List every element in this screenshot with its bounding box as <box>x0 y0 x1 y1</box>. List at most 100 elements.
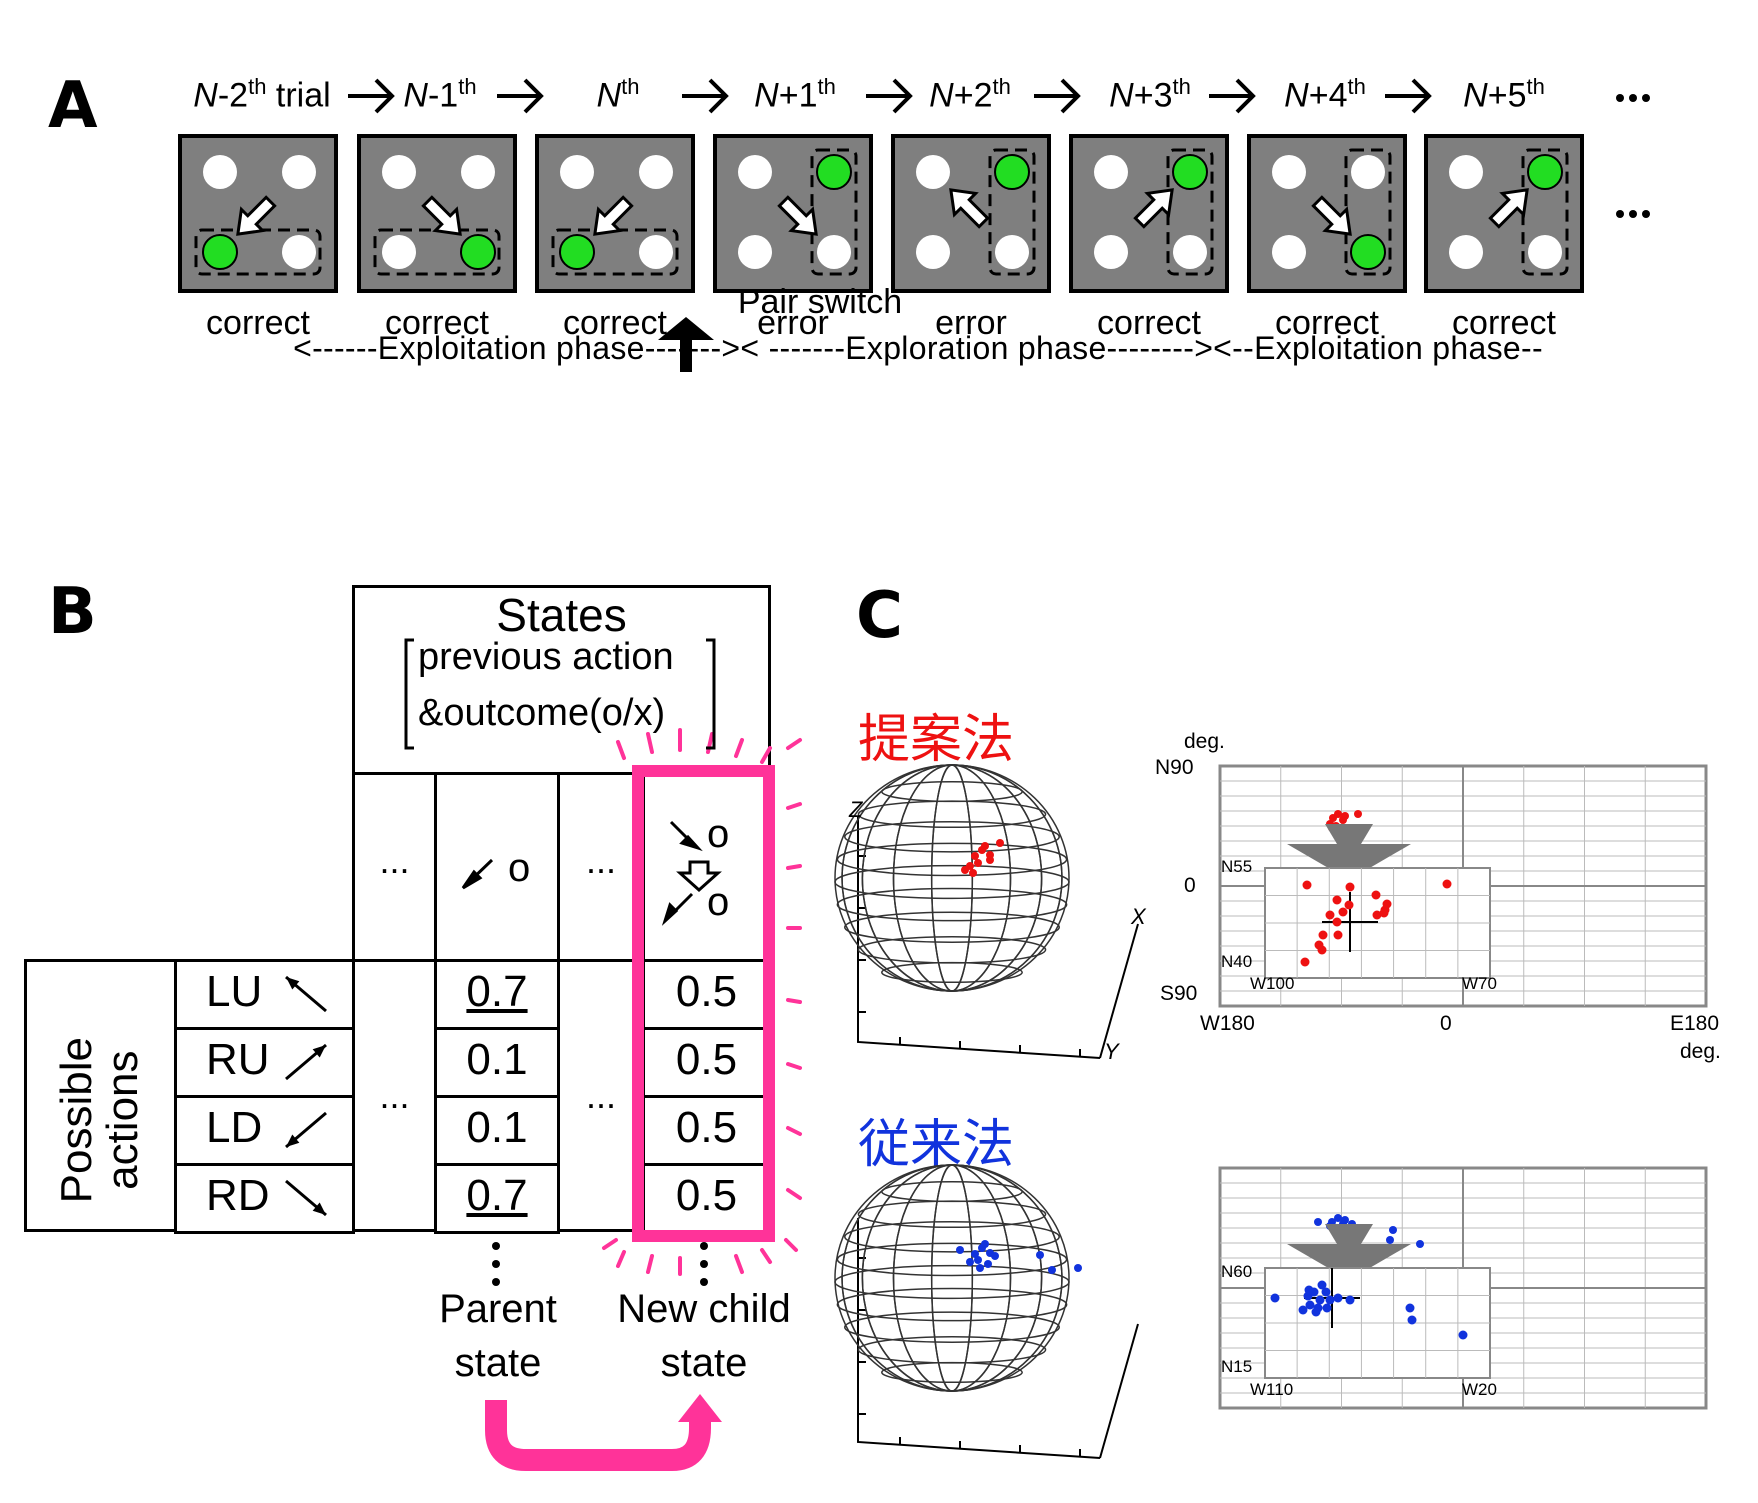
choice-arrow-icon <box>777 195 818 236</box>
child-value: 0.5 <box>675 1103 738 1152</box>
trial-label: N+5th <box>1463 74 1545 115</box>
parent-header-outcome: o <box>508 846 531 890</box>
sphere-point <box>986 856 994 864</box>
choice-arrow-icon <box>949 188 990 229</box>
action-label: RU <box>206 1035 270 1084</box>
header-direction-arrows <box>461 820 703 926</box>
trial-boxes <box>178 134 1584 293</box>
pair-switch-arrow-icon <box>658 317 714 372</box>
trial-box <box>891 134 1051 293</box>
sphere-point <box>981 1240 989 1248</box>
inset-point <box>1270 1293 1280 1303</box>
sphere-point <box>966 1258 974 1266</box>
ellipsis-body-2: ... <box>585 1075 616 1116</box>
panel-a-letter: A <box>48 69 98 143</box>
trial-label: N+2th <box>929 74 1011 115</box>
sphere-point <box>991 1252 999 1260</box>
inset-point <box>1318 930 1328 940</box>
inset-point <box>1407 1315 1417 1325</box>
choice-arrow-icon <box>593 195 634 236</box>
sequence-arrow-icon <box>682 78 729 114</box>
inset-point <box>1344 900 1354 910</box>
map-point <box>1416 1240 1424 1248</box>
parent-to-child-arrow <box>485 1400 711 1471</box>
trial-outcome: error <box>935 304 1007 342</box>
map-lat-zero: 0 <box>1184 874 1196 897</box>
map-n90: N90 <box>1155 756 1194 779</box>
sequence-arrow-icon <box>1034 78 1081 114</box>
inset2-w-left: W110 <box>1250 1380 1294 1399</box>
sphere-point <box>996 839 1004 847</box>
inset-point <box>1315 1295 1325 1305</box>
trial-outcome: correct <box>206 304 310 342</box>
map-point <box>1341 812 1349 820</box>
sphere-point <box>976 1264 984 1272</box>
sphere-point <box>984 1260 992 1268</box>
states-line-1: previous action <box>418 636 674 678</box>
sequence-arrow-icon <box>348 78 395 114</box>
choice-arrow-icon <box>236 195 277 236</box>
inset2-w-right: W20 <box>1462 1380 1497 1399</box>
ellipsis-dot <box>1629 210 1637 218</box>
trial-box <box>1069 134 1229 293</box>
inset-point <box>1332 917 1342 927</box>
inset-point <box>1298 1305 1308 1315</box>
inset1-n-bottom: N40 <box>1221 952 1253 971</box>
conventional-method-label: 従来法 <box>858 1116 1015 1174</box>
inset-point <box>1333 1293 1343 1303</box>
sphere-point <box>956 1246 964 1254</box>
trial-sequence-arrows <box>348 78 1650 218</box>
transition-arrow-icon <box>676 860 722 893</box>
inset-point <box>1345 882 1355 892</box>
highlight-rays <box>602 728 802 1276</box>
action-label: RD <box>206 1171 270 1220</box>
sphere-point <box>974 859 982 867</box>
choice-arrow-icon <box>1133 188 1174 229</box>
ellipsis-header-2: ... <box>585 840 616 881</box>
inset-point <box>1442 879 1452 889</box>
action-direction-icon <box>285 1179 327 1217</box>
action-label: LU <box>206 967 263 1016</box>
inset-point <box>1372 910 1382 920</box>
parent-to-child-arrowhead <box>678 1394 722 1422</box>
axis-x-label: X <box>1131 904 1146 929</box>
map-point <box>1389 1226 1397 1234</box>
states-line-2: &outcome(o/x) <box>418 692 666 734</box>
trial-label: N+1th <box>754 74 836 115</box>
axis-z-label: Z <box>849 797 863 822</box>
inset2-n-bottom: N15 <box>1221 1357 1253 1376</box>
inset-point <box>1338 907 1348 917</box>
inset-point <box>1305 1300 1315 1310</box>
ellipsis-dot <box>1616 94 1624 102</box>
sequence-arrow-icon <box>497 78 544 114</box>
trial-outcome: correct <box>1452 304 1556 342</box>
trial-box <box>357 134 517 293</box>
inset-point <box>1321 1287 1331 1297</box>
inset-point <box>1345 1295 1355 1305</box>
trial-label: N-2th trial <box>193 74 331 115</box>
choice-arrow-icon <box>1488 188 1529 229</box>
inset-point <box>1333 930 1343 940</box>
ellipsis-dot <box>1642 94 1650 102</box>
map-s90: S90 <box>1160 982 1198 1005</box>
trial-outcome: correct <box>385 304 489 342</box>
phase-timeline: <------Exploitation phase------->< -----… <box>293 330 1543 366</box>
ellipsis-dot <box>1629 94 1637 102</box>
map-conventional <box>1218 1166 1708 1410</box>
sphere-point <box>971 852 979 860</box>
inset2-n-top: N60 <box>1221 1262 1253 1281</box>
inset-point <box>1405 1303 1415 1313</box>
trial-label: N+3th <box>1109 74 1191 115</box>
sphere-point <box>969 869 977 877</box>
inset-point <box>1379 908 1389 918</box>
child-value: 0.5 <box>675 967 738 1016</box>
map-point <box>1386 1236 1394 1244</box>
map-point <box>1334 1214 1342 1222</box>
map-proposed <box>1218 764 1708 1008</box>
inset-point <box>1322 1303 1332 1313</box>
child-value: 0.5 <box>675 1171 738 1220</box>
